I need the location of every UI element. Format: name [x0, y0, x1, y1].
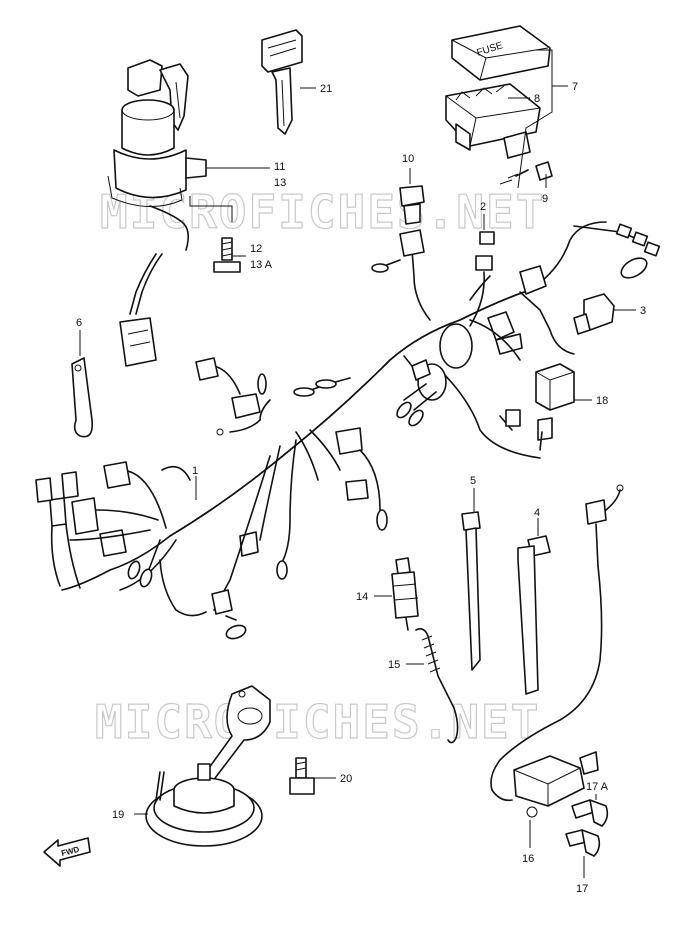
relay-10: [399, 185, 425, 225]
callout-20: 20: [340, 773, 352, 785]
leader-lines: [79, 49, 636, 878]
callouts: 21 11 13 12 13 A 6 7 8 9 10 2 3 18 1 5 4…: [76, 81, 646, 895]
band-4: [517, 535, 551, 695]
key: [261, 29, 303, 135]
relay-18: [535, 363, 575, 441]
ignition-switch: [107, 59, 207, 367]
callout-9: 9: [542, 193, 548, 205]
callout-17: 17: [576, 883, 588, 895]
switch-14: [391, 557, 419, 631]
callout-8: 8: [534, 93, 540, 105]
bolt-12: [213, 237, 241, 273]
callout-13: 13: [274, 177, 286, 189]
wiring-harness: [35, 221, 661, 640]
spring-15: [415, 628, 459, 744]
callout-4: 4: [534, 507, 540, 519]
callout-6: 6: [76, 317, 82, 329]
bolt-20: [289, 757, 315, 795]
callout-21: 21: [320, 83, 332, 95]
fwd-arrow: FWD: [43, 837, 91, 867]
callout-10: 10: [402, 153, 414, 165]
callout-3: 3: [640, 305, 646, 317]
callout-11: 11: [274, 161, 285, 173]
watermark-bottom: MICROFICHES.NET: [95, 695, 540, 749]
cap-3: [573, 293, 615, 335]
callout-14: 14: [356, 591, 368, 603]
callout-7: 7: [572, 81, 578, 93]
callout-18: 18: [596, 395, 608, 407]
cable-tie-5: [461, 511, 481, 671]
connector-2: [475, 231, 495, 271]
callout-13a: 13 A: [250, 259, 273, 271]
callout-2: 2: [480, 201, 486, 213]
clamp-6: [71, 357, 94, 438]
bolts-17: [565, 799, 609, 857]
horn-19: [145, 685, 271, 847]
fuse-box: FUSE: [445, 25, 551, 159]
screw-9: [499, 161, 553, 185]
callout-5: 5: [470, 475, 476, 487]
fwd-label: FWD: [60, 845, 80, 858]
callout-16: 16: [522, 853, 534, 865]
callout-19: 19: [112, 809, 124, 821]
callout-12: 12: [250, 243, 262, 255]
callout-1: 1: [192, 465, 198, 477]
side-stand-switch-16: [490, 484, 624, 818]
callout-15: 15: [388, 659, 400, 671]
callout-17a: 17 A: [586, 781, 609, 793]
